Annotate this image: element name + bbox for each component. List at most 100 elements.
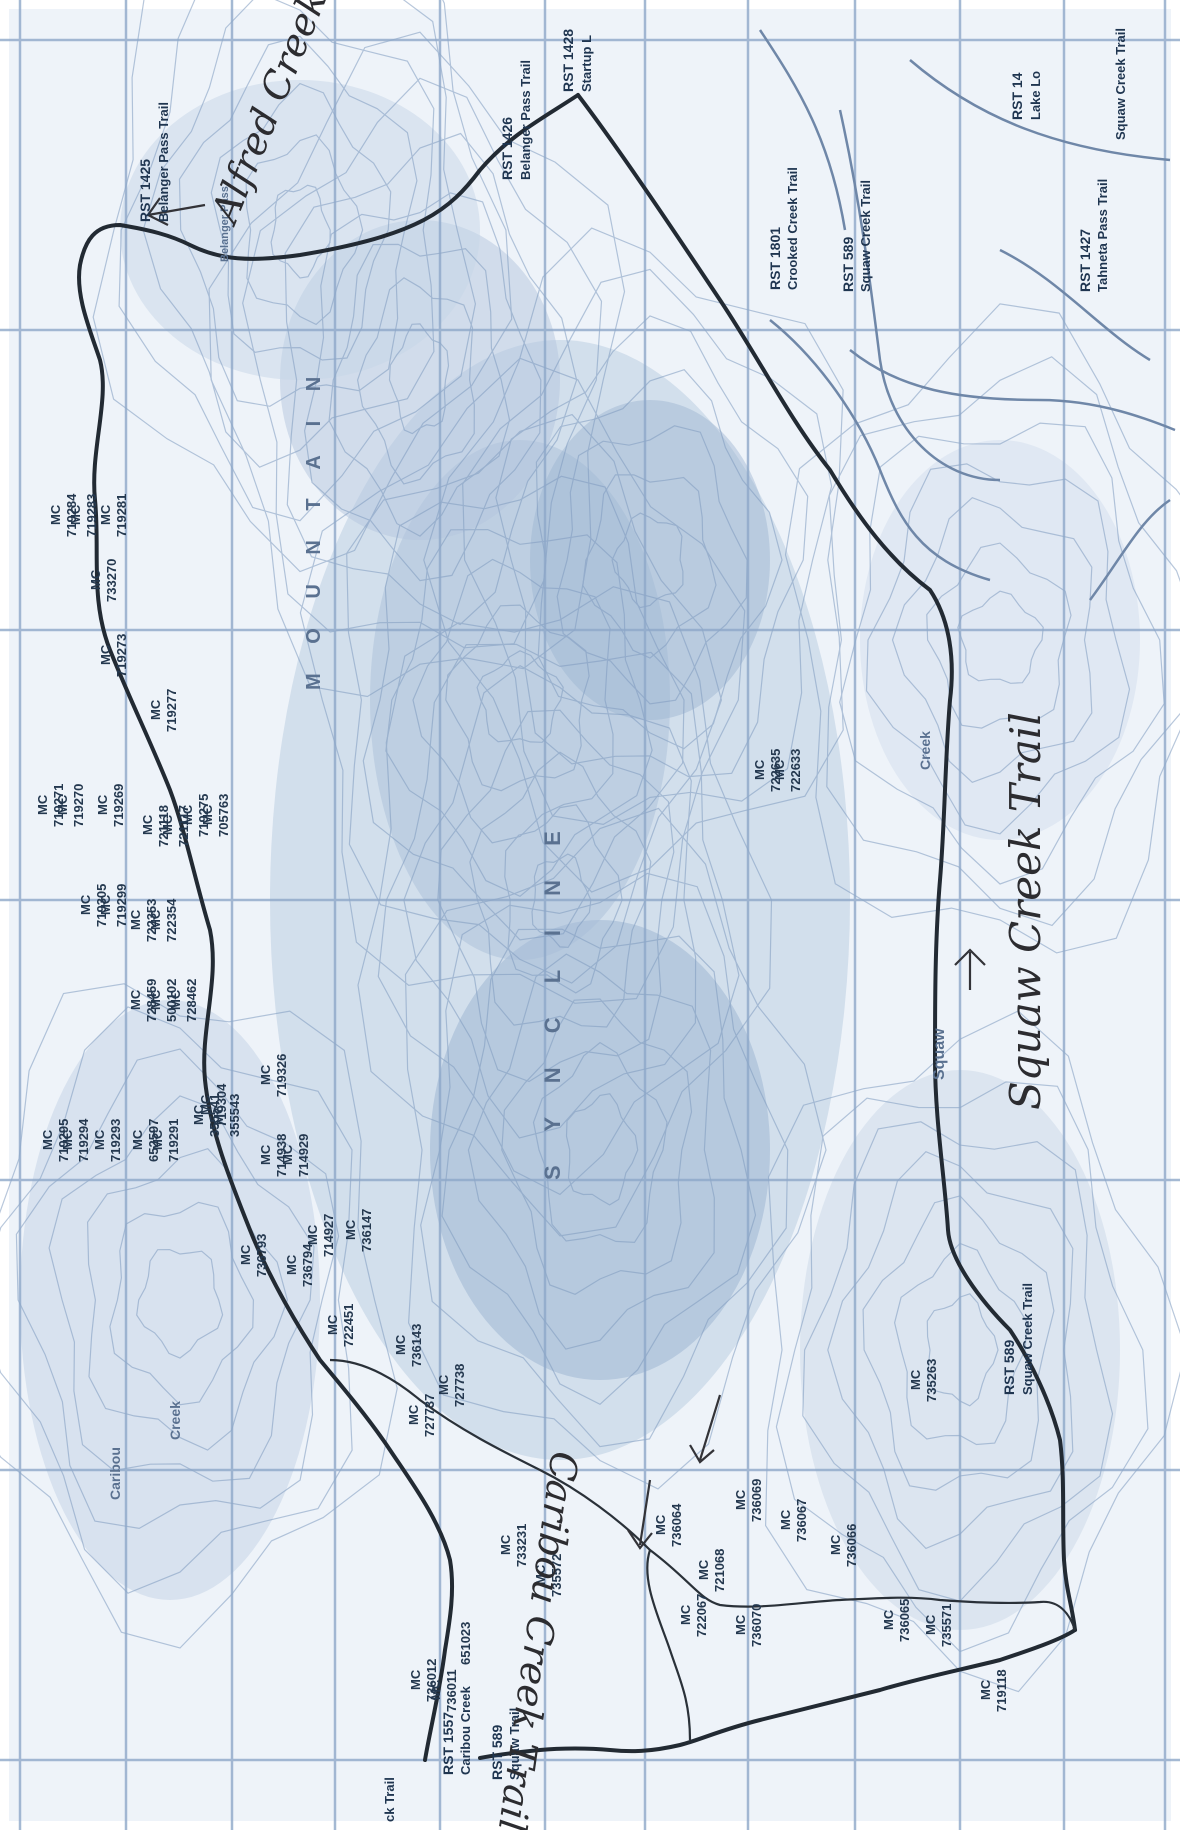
rst1557-name: Caribou Creek xyxy=(458,1685,473,1775)
mc-claim-number: 722633 xyxy=(788,749,803,792)
mc-claim-label: MC xyxy=(284,1254,299,1275)
mc-claim-label: MC xyxy=(98,644,113,665)
hand-arrows xyxy=(146,197,986,1550)
mc-claim-number: 736794 xyxy=(300,1243,315,1287)
route-caribou-creek xyxy=(329,1358,1077,1741)
squaw-creek-trail-right: Squaw Creek Trail xyxy=(1113,28,1128,140)
mc-claim-number: 719277 xyxy=(164,689,179,732)
mc-claim-number: 735572 xyxy=(549,1554,564,1597)
mc-claim-label: MC xyxy=(55,794,70,815)
mc-claim-label: MC xyxy=(428,1679,443,1700)
mc-claim-label: MC xyxy=(238,1244,253,1265)
mc-claim-number: 736064 xyxy=(669,1503,684,1547)
handwritten-squaw-creek: Squaw Creek Trail xyxy=(1001,712,1050,1110)
mc-claim-label: MC xyxy=(168,989,183,1010)
route-squaw-creek xyxy=(576,93,1077,1632)
mc-claim-label: MC xyxy=(436,1374,451,1395)
mc-claim-number: 719273 xyxy=(114,634,129,677)
mc-claim-number: 652597 xyxy=(146,1119,161,1162)
mc-claim-number: 722353 xyxy=(144,899,159,942)
mc-claim-number: 735263 xyxy=(924,1359,939,1402)
mc-claim-label: MC xyxy=(98,894,113,915)
mc-claim-number: 722067 xyxy=(694,1594,709,1637)
mc-claim-label: MC xyxy=(733,1614,748,1635)
rst14-code: RST 14 xyxy=(1009,72,1025,120)
rst1426-name: Belanger Pass Trail xyxy=(518,60,533,180)
mc-claim-number: 733231 xyxy=(514,1524,529,1567)
mc-claim-label: MC xyxy=(35,794,50,815)
rst1428-name: Startup L xyxy=(579,35,594,92)
mc-claim-number: 728462 xyxy=(184,979,199,1022)
mc-claim-number: 719275 xyxy=(196,794,211,837)
mc-claim-label: MC xyxy=(828,1534,843,1555)
mc-claim-number: 719299 xyxy=(114,884,129,927)
mc-claim-label: MC xyxy=(752,759,767,780)
mc-claim-label: MC xyxy=(280,1144,295,1165)
rst1801-code: RST 1801 xyxy=(767,227,783,290)
mc-claim-number: 722354 xyxy=(164,898,179,942)
belanger-pass-label: Belanger Pass xyxy=(219,186,231,262)
mc-claim-label: MC xyxy=(406,1404,421,1425)
route-loop xyxy=(77,93,1077,1762)
mc-claim-number: 719304 xyxy=(214,1083,229,1127)
mc-claim-label: MC xyxy=(200,804,215,825)
mc-claim-number: 719118 xyxy=(994,1669,1009,1712)
mc-claim-number: 719295 xyxy=(56,1119,71,1162)
rst589b-code: RST 589 xyxy=(1001,1340,1017,1395)
mc-claim-label: MC xyxy=(258,1144,273,1165)
rst14-name: Lake Lo xyxy=(1028,71,1043,120)
mc-claim-number: 722635 xyxy=(768,749,783,792)
squaw-label: Squaw xyxy=(931,1028,948,1080)
mc-claim-label: MC xyxy=(198,1094,213,1115)
mc-claim-number: 500102 xyxy=(164,979,179,1022)
mc-claim-number: 736067 xyxy=(794,1499,809,1542)
mc-claim-label: MC xyxy=(140,814,155,835)
mc-claim-label: MC xyxy=(923,1614,938,1635)
printed-labels: RST 1425 Belanger Pass Trail Belanger Pa… xyxy=(107,28,1128,1822)
rst1801-name: Crooked Creek Trail xyxy=(785,167,800,290)
syncline-label: S Y N C L I N E xyxy=(540,817,565,1180)
mc-claim-label: MC xyxy=(258,1064,273,1085)
mc-claim-label: MC xyxy=(678,1604,693,1625)
mc-claim-number: 721068 xyxy=(712,1549,727,1592)
rst1427-name: Tahneta Pass Trail xyxy=(1095,179,1110,292)
mc-claim-label: MC xyxy=(343,1219,358,1240)
mc-claim-label: MC xyxy=(772,759,787,780)
rst589b-name: Squaw Creek Trail xyxy=(1020,1283,1035,1395)
mc-claim-number: 714938 xyxy=(274,1134,289,1177)
caribou-creek-mc: 651023 xyxy=(458,1622,473,1665)
mc-claim-label: MC xyxy=(95,794,110,815)
rst1428-code: RST 1428 xyxy=(560,29,576,92)
mc-claim-label: MC xyxy=(40,1129,55,1150)
mc-claim-label: MC xyxy=(128,989,143,1010)
rst589c-code: RST 589 xyxy=(489,1725,505,1780)
rst589a-code: RST 589 xyxy=(840,237,856,292)
mc-claim-label: MC xyxy=(130,1129,145,1150)
mc-claim-label: MC xyxy=(98,504,113,525)
mc-claim-label: MC xyxy=(88,569,103,590)
mc-claim-label: MC xyxy=(978,1679,993,1700)
mc-claim-number: 719291 xyxy=(166,1119,181,1162)
mc-claim-number: 721118 xyxy=(156,805,171,847)
creek-label-2: Creek xyxy=(167,1401,183,1440)
mc-claim-number: 736066 xyxy=(844,1524,859,1567)
mc-claim-number: 736065 xyxy=(897,1599,912,1642)
mc-claim-number: 736143 xyxy=(409,1324,424,1367)
mc-claim-number: 355541 xyxy=(207,1094,222,1137)
rst1557-code: RST 1557 xyxy=(440,1712,456,1775)
mountain-label: M O U N T A I N xyxy=(303,365,325,690)
mc-claim-label: MC xyxy=(211,1104,226,1125)
mc-claim-number: 736793 xyxy=(254,1234,269,1277)
mc-claim-label: MC xyxy=(408,1669,423,1690)
mc-claim-number: 736070 xyxy=(749,1604,764,1647)
mc-claim-number: 727738 xyxy=(452,1364,467,1407)
mc-claim-number: 719283 xyxy=(84,494,99,537)
creek-label: Creek xyxy=(917,731,933,770)
rst589c-name: Squaw Trail xyxy=(507,1708,522,1780)
mc-claim-label: MC xyxy=(305,1224,320,1245)
mc-claim-label: MC xyxy=(653,1514,668,1535)
mc-claim-number: 722451 xyxy=(341,1304,356,1347)
rst1427-code: RST 1427 xyxy=(1077,229,1093,292)
mc-claim-label: MC xyxy=(78,894,93,915)
mc-claim-label: MC xyxy=(498,1534,513,1555)
